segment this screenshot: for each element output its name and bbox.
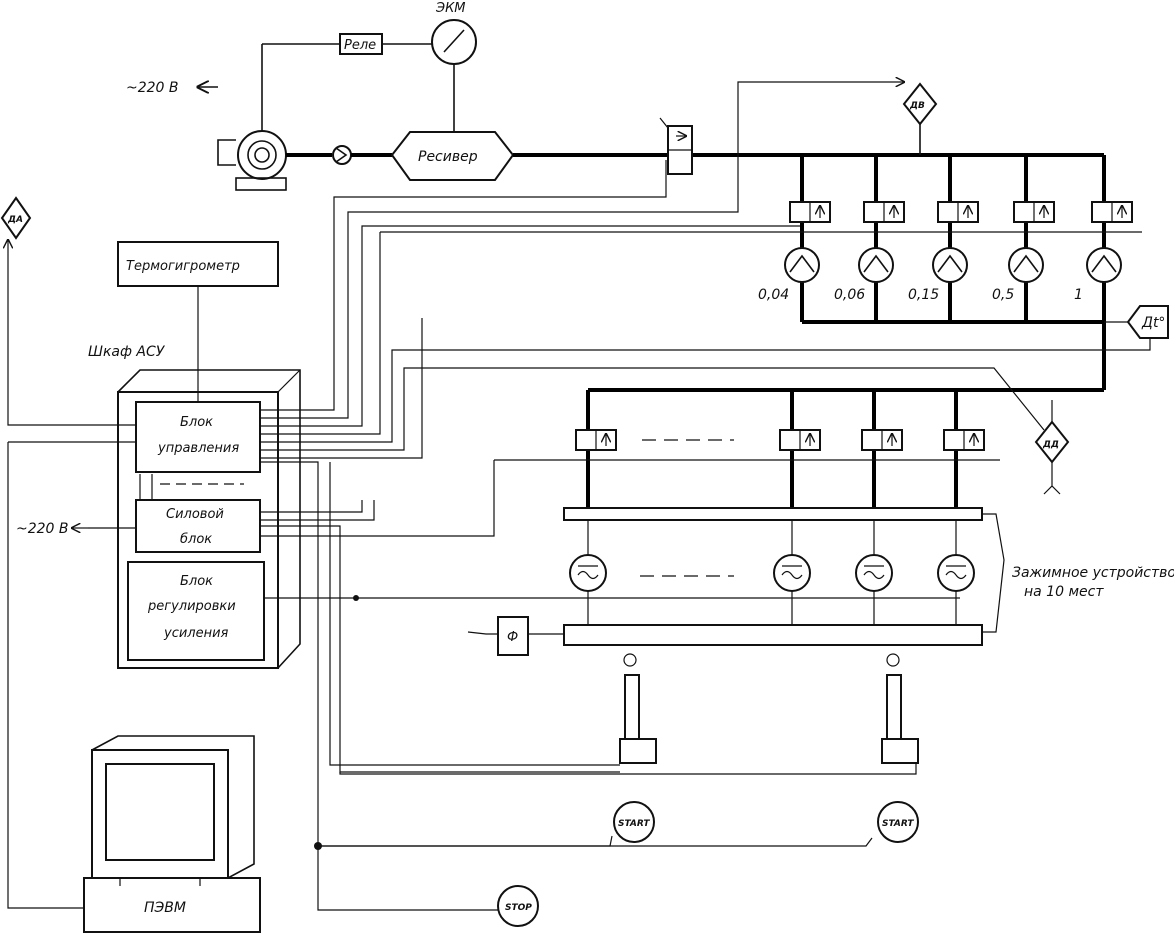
stop-button[interactable] (497, 885, 539, 927)
svg-text:STOP: STOP (505, 903, 532, 913)
svg-text:ДД: ДД (1042, 440, 1059, 450)
regulator-1-value: 0,04 (758, 287, 789, 303)
compressor-group: Ресивер Реле ЭКМ ~220 В (126, 1, 515, 191)
ekm-label: ЭКМ (435, 1, 466, 16)
svg-text:Ф: Ф (507, 630, 518, 645)
specimen-1[interactable] (569, 520, 607, 625)
filter-box[interactable] (497, 616, 529, 656)
svg-text:регулировки: регулировки (147, 599, 236, 614)
svg-text:Термогигрометр: Термогигрометр (126, 259, 240, 274)
svg-text:Блок: Блок (180, 574, 213, 589)
specimen-3[interactable] (855, 520, 893, 625)
branch-valve-3[interactable] (937, 201, 979, 223)
gain-block[interactable] (127, 561, 265, 661)
dt-sensor[interactable] (1126, 305, 1169, 339)
receiver-label: Ресивер (418, 149, 478, 165)
da-sensor[interactable] (0, 196, 32, 240)
dv-sensor[interactable] (902, 82, 938, 126)
regulator-2-value: 0,06 (834, 287, 865, 303)
clamp-label-1: Зажимное устройство (1012, 565, 1174, 581)
svg-text:Силовой: Силовой (166, 507, 224, 522)
clamp-rail-top (563, 507, 983, 521)
regulator-5-icon[interactable] (1086, 247, 1122, 283)
section-valve-3[interactable] (861, 429, 903, 451)
svg-text:START: START (882, 819, 914, 829)
pc-workstation[interactable]: ПЭВМ (83, 735, 261, 933)
section-valve-1[interactable] (575, 429, 617, 451)
compressor-icon[interactable] (237, 130, 287, 180)
svg-text:ДА: ДА (7, 215, 23, 225)
start-button-1[interactable] (613, 801, 655, 843)
regulator-2-icon[interactable] (858, 247, 894, 283)
pc-label: ПЭВМ (144, 900, 186, 916)
cylinder-1[interactable] (619, 653, 657, 764)
regulator-5-value: 1 (1074, 287, 1083, 303)
section-valve-2[interactable] (779, 429, 821, 451)
specimen-sensor-1-icon (569, 554, 607, 592)
svg-text:ДВ: ДВ (909, 101, 925, 111)
regulator-3-value: 0,15 (908, 287, 939, 303)
branch-valve-1[interactable] (789, 201, 831, 223)
branch-valve-5[interactable] (1091, 201, 1133, 223)
regulator-4-value: 0,5 (992, 287, 1014, 303)
regulator-1-icon[interactable] (784, 247, 820, 283)
clamp-label-2: на 10 мест (1024, 584, 1104, 600)
main-pipeline: ДВ 0,04 0,06 0,15 0,5 (380, 82, 1174, 764)
control-block[interactable] (135, 401, 261, 473)
regulator-3-icon[interactable] (932, 247, 968, 283)
branch-valve-2[interactable] (863, 201, 905, 223)
cylinder-2[interactable] (881, 653, 919, 764)
svg-text:Блок: Блок (180, 415, 213, 430)
monitor-screen (105, 763, 215, 861)
regulator-row: 0,04 0,06 0,15 0,5 1 (380, 155, 1142, 390)
asu-cabinet: Шкаф АСУ Блок управления Силовой блок Бл… (16, 344, 301, 669)
signal-wiring (7, 160, 1151, 911)
specimen-2[interactable] (773, 520, 811, 625)
section-valve-4[interactable] (943, 429, 985, 451)
cabinet-label: Шкаф АСУ (88, 344, 166, 360)
specimen-sensor-4-icon (937, 554, 975, 592)
svg-text:усиления: усиления (163, 626, 229, 641)
voltage-mid-label: ~220 В (16, 521, 69, 537)
voltage-top-label: ~220 В (126, 80, 179, 96)
branch-valve-4[interactable] (1013, 201, 1055, 223)
regulator-4-icon[interactable] (1008, 247, 1044, 283)
start-button-2[interactable] (877, 801, 919, 843)
specimen-4[interactable] (937, 520, 975, 625)
svg-text:START: START (618, 819, 650, 829)
relay-label: Реле (344, 38, 376, 53)
svg-text:управления: управления (157, 441, 239, 456)
svg-text:блок: блок (180, 532, 212, 547)
specimen-sensor-2-icon (773, 554, 811, 592)
check-valve-icon (332, 145, 352, 165)
svg-text:Дt°: Дt° (1141, 315, 1165, 331)
specimen-sensor-3-icon (855, 554, 893, 592)
clamp-rail-bottom (563, 624, 983, 646)
